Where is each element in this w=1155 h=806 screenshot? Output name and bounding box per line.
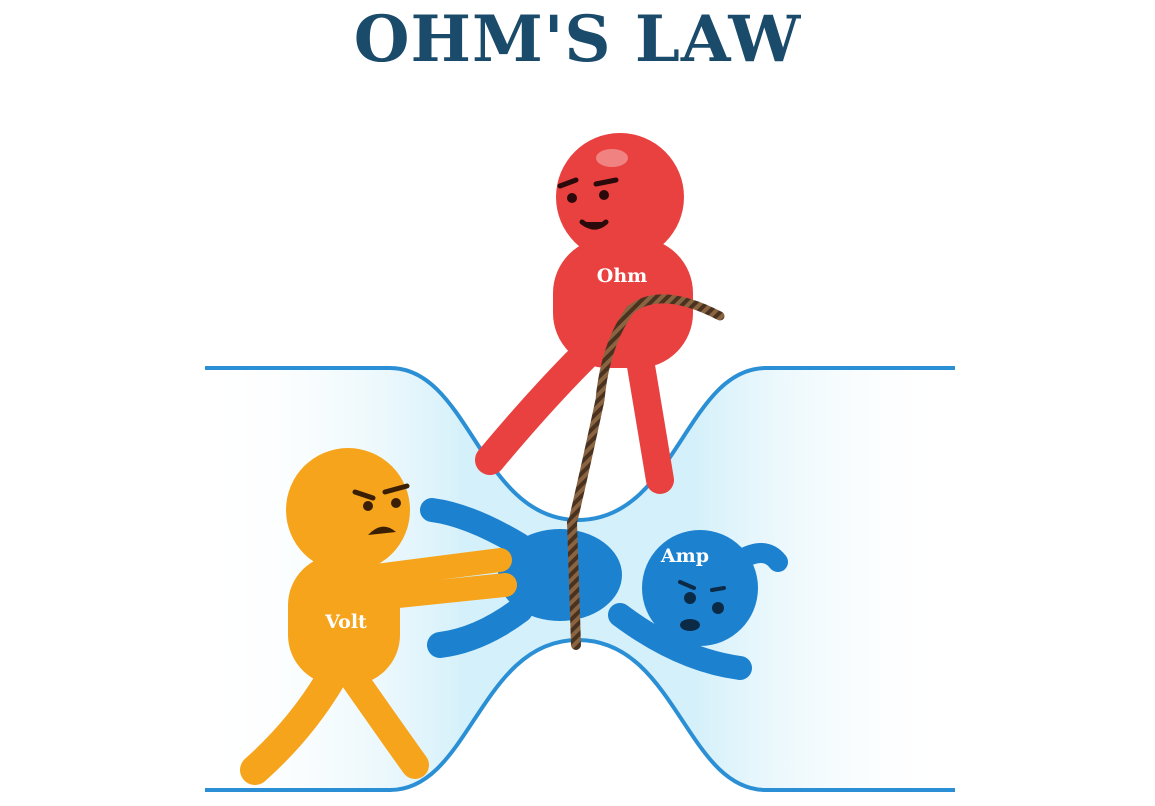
rope xyxy=(567,294,725,650)
ohm-face xyxy=(557,177,619,230)
amp-leg xyxy=(427,597,533,658)
ohm-body xyxy=(553,238,693,368)
volt-character: Volt xyxy=(240,448,517,785)
volt-arm xyxy=(348,573,517,612)
ohm-leg xyxy=(475,340,600,475)
page-title: OHM'S LAW xyxy=(353,2,802,77)
ohm-arm xyxy=(588,306,692,342)
ohm-label: Ohm xyxy=(597,265,647,287)
volt-face xyxy=(352,483,410,535)
amp-arm xyxy=(730,543,788,572)
volt-label: Volt xyxy=(324,611,367,633)
ohm-leg xyxy=(626,346,674,494)
amp-label: Amp xyxy=(660,545,709,567)
volt-head xyxy=(286,448,410,572)
volt-leg xyxy=(341,666,429,779)
amp-arm xyxy=(420,498,532,557)
amp-head xyxy=(642,530,758,646)
amp-face xyxy=(678,580,726,631)
amp-leg xyxy=(608,603,752,680)
volt-leg xyxy=(240,665,345,785)
tube-top-outline xyxy=(205,366,955,523)
ohm-head xyxy=(556,133,684,261)
volt-arm xyxy=(348,548,512,590)
ohm-character: Ohm xyxy=(475,133,693,494)
amp-character: Amp xyxy=(420,498,788,680)
